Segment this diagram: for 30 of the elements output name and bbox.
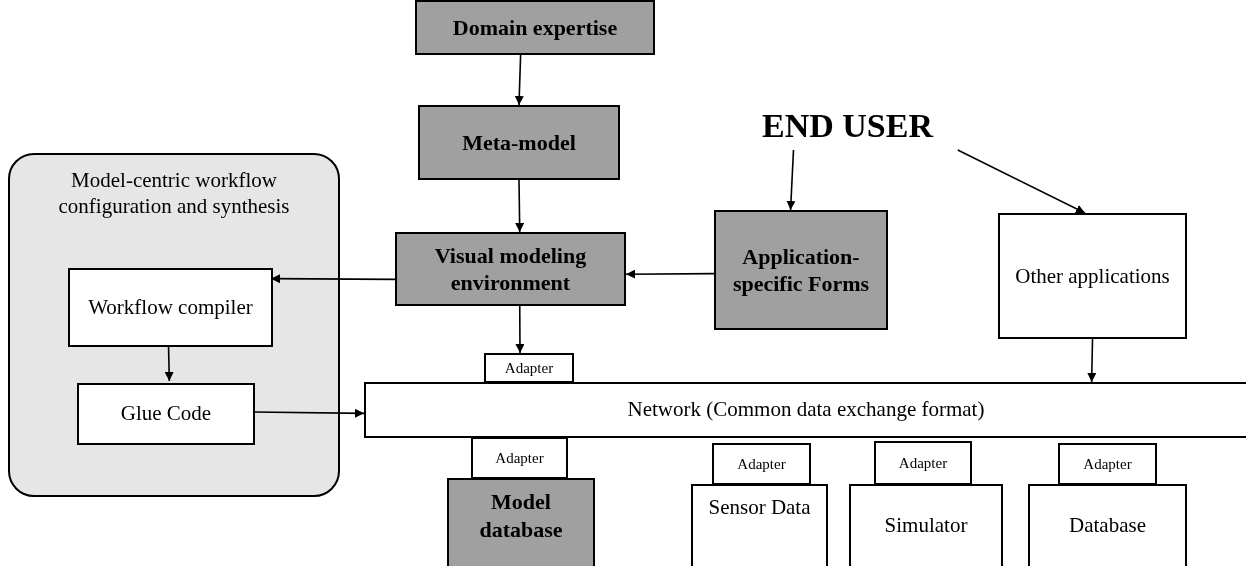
node-label: Model-centric workflow configuration and synthesis	[57, 167, 291, 220]
arrow	[515, 179, 525, 233]
network-bar: Network (Common data exchange format)	[364, 382, 1246, 438]
process-box: Other applications	[998, 213, 1187, 339]
adapter-box: Adapter	[1058, 443, 1157, 485]
process-box: Simulator	[849, 484, 1003, 566]
actor-label: END USER	[735, 100, 960, 150]
arrow	[625, 269, 715, 279]
arrow	[270, 274, 396, 284]
arrow	[252, 408, 365, 418]
process-box: Sensor Data	[691, 484, 828, 566]
adapter-box: Adapter	[712, 443, 811, 485]
process-box: Glue Code	[77, 383, 255, 445]
arrow	[956, 149, 1086, 214]
arrow	[164, 344, 174, 382]
storage-box: Database	[1028, 484, 1187, 566]
arrow	[515, 305, 525, 354]
process-box: Meta-model	[418, 105, 620, 180]
process-box: Workflow compiler	[68, 268, 273, 347]
storage-box: Model database	[447, 478, 595, 566]
process-box: Visual modeling environment	[395, 232, 626, 306]
group-container	[8, 153, 340, 497]
adapter-box: Adapter	[484, 353, 574, 383]
arrow	[786, 149, 796, 211]
process-box: Application-specific Forms	[714, 210, 888, 330]
input-box: Domain expertise	[415, 0, 655, 55]
adapter-box: Adapter	[471, 437, 568, 479]
arrow	[1087, 338, 1097, 383]
arrow	[514, 54, 524, 106]
adapter-box: Adapter	[874, 441, 972, 485]
